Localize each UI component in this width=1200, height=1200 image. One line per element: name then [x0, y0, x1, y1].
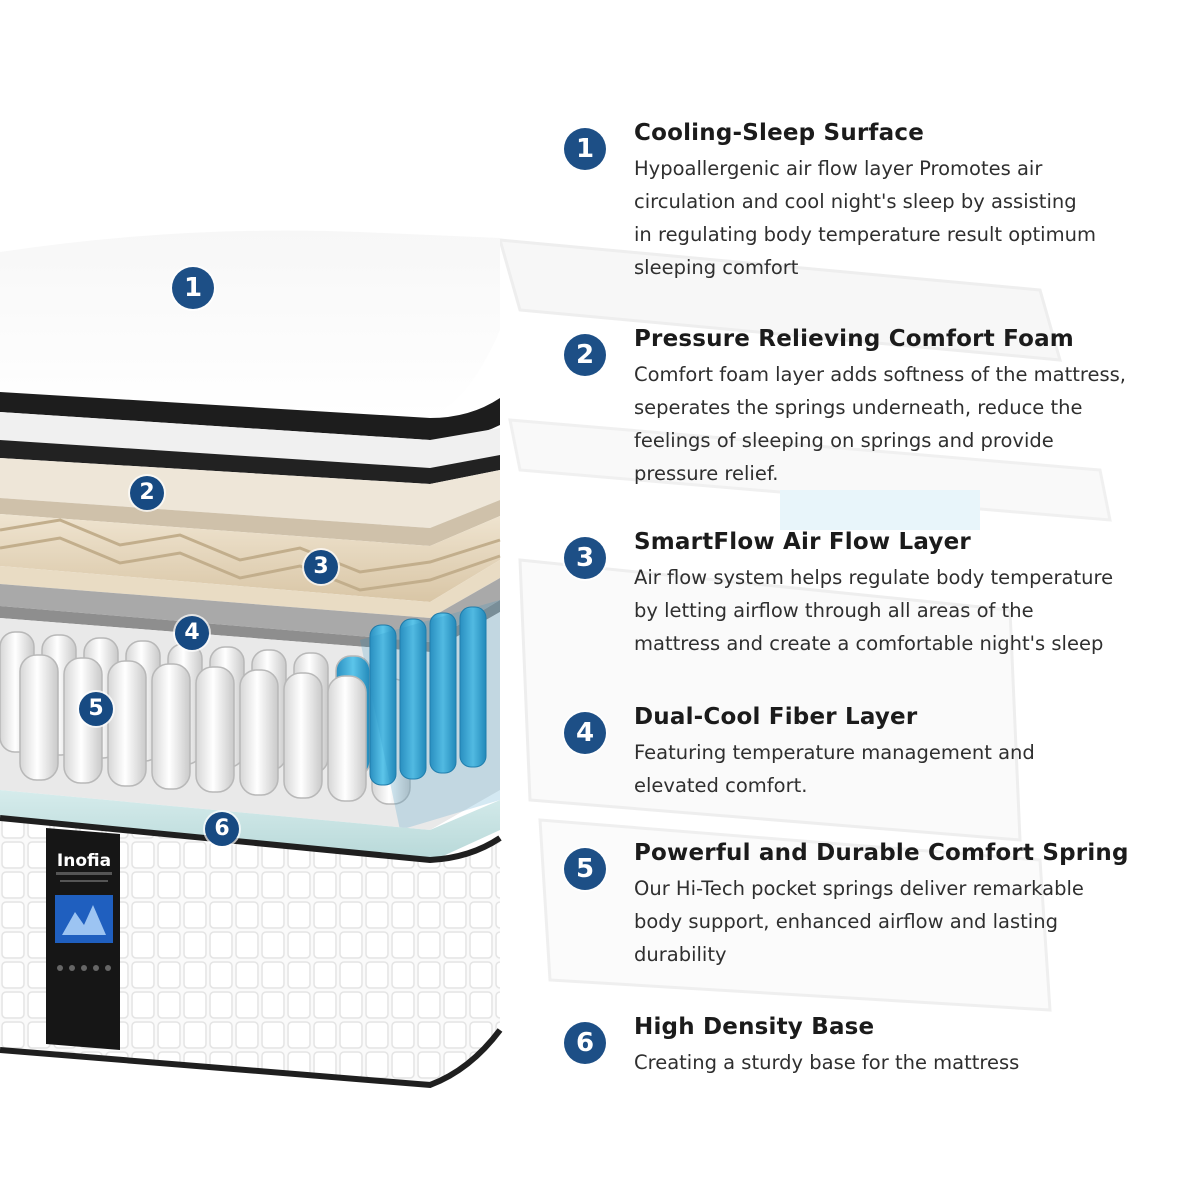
feature-number-badge: 1	[564, 128, 606, 170]
layer-marker-6: 6	[205, 812, 239, 846]
feature-description: Creating a sturdy base for the mattress	[634, 1051, 1020, 1074]
blue-pocket-spring-coil	[459, 606, 487, 768]
pocket-spring-coil	[151, 663, 191, 790]
layer-marker-3: 3	[304, 550, 338, 584]
blue-pocket-spring-coil	[429, 612, 457, 774]
layer-marker-4: 4	[175, 616, 209, 650]
layer-marker-1: 1	[172, 267, 214, 309]
feature-number-badge: 6	[564, 1022, 606, 1064]
layer-marker-5: 5	[79, 692, 113, 726]
feature-description: Our Hi-Tech pocket springs deliver remar…	[634, 877, 1084, 966]
layer-cooling-surface	[0, 230, 500, 484]
feature-description: Comfort foam layer adds softness of the …	[634, 363, 1126, 485]
layer-pocket-springs	[0, 600, 500, 830]
feature-number-badge: 5	[564, 848, 606, 890]
blue-pocket-spring-coil	[399, 618, 427, 780]
blue-pocket-spring-coil	[369, 624, 397, 786]
layer-comfort-foam	[0, 458, 500, 546]
feature-title: Cooling-Sleep Surface	[634, 120, 924, 146]
feature-number-badge: 3	[564, 537, 606, 579]
layer-smartflow	[0, 514, 501, 618]
layer-high-density-base	[0, 790, 500, 862]
layer-marker-2: 2	[130, 476, 164, 510]
feature-title: Dual-Cool Fiber Layer	[634, 704, 918, 730]
feature-title: High Density Base	[634, 1014, 875, 1040]
ghost-mattress	[497, 238, 1112, 1012]
feature-number-badge: 2	[564, 334, 606, 376]
pocket-spring-coil	[327, 675, 367, 802]
pocket-spring-coil	[283, 672, 323, 799]
feature-number-badge: 4	[564, 712, 606, 754]
feature-title: Pressure Relieving Comfort Foam	[634, 326, 1074, 352]
feature-description: Hypoallergenic air flow layer Promotes a…	[634, 157, 1096, 279]
feature-title: Powerful and Durable Comfort Spring	[634, 840, 1129, 866]
pocket-spring-coil	[19, 654, 59, 781]
pocket-spring-coil	[107, 660, 147, 787]
pocket-spring-coil	[239, 669, 279, 796]
feature-description: Air flow system helps regulate body temp…	[634, 566, 1114, 655]
feature-description: Featuring temperature management and ele…	[634, 741, 1035, 797]
pocket-spring-coil	[195, 666, 235, 793]
mattress-side-panel	[0, 815, 503, 1089]
brand-logo: Inofia	[57, 851, 111, 871]
feature-title: SmartFlow Air Flow Layer	[634, 529, 971, 555]
